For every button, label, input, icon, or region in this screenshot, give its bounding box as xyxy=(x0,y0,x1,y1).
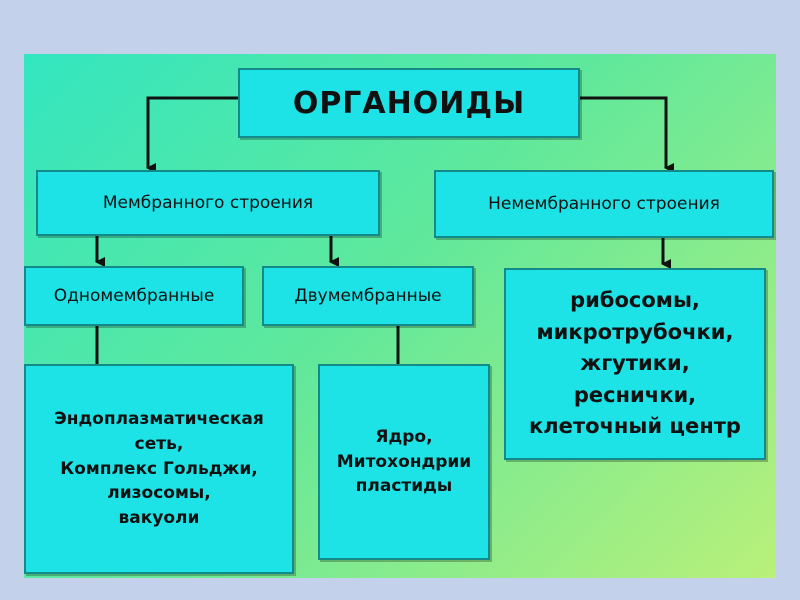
nonmembrane-text: Немембранного строения xyxy=(488,194,720,214)
double-membrane-box: Двумембранные xyxy=(262,266,474,326)
title-text: ОРГАНОИДЫ xyxy=(292,85,526,121)
double-membrane-content-box: Ядро, Митохондрии пластиды xyxy=(318,364,490,560)
single-membrane-text: Одномембранные xyxy=(53,286,215,306)
nonmembrane-box: Немембранного строения xyxy=(434,170,774,238)
membrane-text: Мембранного строения xyxy=(102,193,314,213)
double-membrane-content-text: Ядро, Митохондрии пластиды xyxy=(336,427,472,497)
single-membrane-content-text: Эндоплазматическая сеть, Комплекс Гольдж… xyxy=(54,409,264,528)
nonmembrane-content-text: рибосомы, микротрубочки, жгутики, реснич… xyxy=(529,288,741,439)
membrane-box: Мембранного строения xyxy=(36,170,380,236)
single-membrane-content-box: Эндоплазматическая сеть, Комплекс Гольдж… xyxy=(24,364,294,574)
double-membrane-text: Двумембранные xyxy=(294,286,442,306)
arrow-title-to-nonmembrane xyxy=(580,96,674,173)
nonmembrane-content-box: рибосомы, микротрубочки, жгутики, реснич… xyxy=(504,268,766,460)
single-membrane-box: Одномембранные xyxy=(24,266,244,326)
title-box: ОРГАНОИДЫ xyxy=(238,68,580,138)
arrow-title-to-membrane xyxy=(146,96,238,173)
